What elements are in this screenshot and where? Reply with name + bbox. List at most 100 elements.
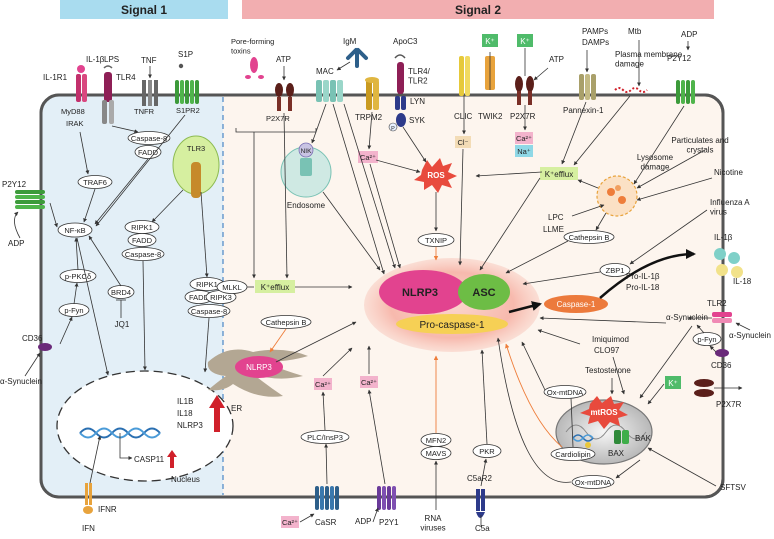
signal1-label: Signal 1 [121,3,167,17]
orange-activation-arrows [269,247,563,448]
jq1-label: JQ1 [115,320,130,329]
mac-pore [316,80,343,102]
nicotine-label: Nicotine [714,168,743,177]
oxmtdna-a-label: Ox-mtDNA [547,388,583,397]
tnfr-receptor [142,80,158,106]
mac-label: MAC [316,67,334,76]
cl-label: Cl⁻ [457,138,468,147]
nucleus [56,370,234,482]
lysosome [596,175,638,217]
adp-right-label: ADP [681,30,697,39]
adp-bottom-label: ADP [355,517,371,526]
ifnr-receptor [83,483,93,514]
er-label: ER [231,404,242,413]
signal2-label: Signal 2 [455,3,501,17]
p2y12-right-receptor [676,80,695,104]
procasp1-label: Pro-caspase-1 [419,320,484,331]
mfn2-label: MFN2 [426,436,446,445]
mtdna-strands [572,434,594,442]
clic-channel [459,56,470,96]
ripk1-b-label: RIPK1 [196,280,218,289]
casr-label: CaSR [315,518,337,527]
lyn-label: LYN [410,97,425,106]
left-signal-arrows [49,114,210,484]
caspase1-shape [544,295,608,313]
tlr4-receptor [102,65,114,124]
imiquimod-label: Imiquimod [592,335,629,344]
lps-label: LPS [104,55,119,64]
adp-left-label: ADP [8,239,24,248]
ppkcd-label: p-PKCδ [65,272,91,281]
cd36-left-receptor [38,343,52,351]
atp-mid-label: ATP [549,55,564,64]
signal2-banner [242,0,714,19]
apoc3-label: ApoC3 [393,37,418,46]
ca-trpm2-label: Ca²⁺ [360,153,376,162]
s1pr2-receptor [175,80,199,104]
clic-label: CLIC [454,112,472,121]
pro-il1b-label: Pro-IL-1β [626,272,660,281]
pfyn-left-label: p-Fyn [64,306,83,315]
gene-il1b: IL1B [177,397,193,406]
nfkb-label: NF-κB [64,226,85,235]
il-release-arrow [599,249,696,299]
plc-label: PLC/InsP3 [307,433,343,442]
s1p-label: S1P [178,50,193,59]
k-plus-right-label: K⁺ [668,379,678,388]
cd36-left-label: CD36 [22,334,43,343]
fadd-a-label: FADD [138,148,159,157]
na-p2x7-label: Na⁺ [517,147,531,156]
testosterone-label: Testosterone [585,366,631,375]
caspase8-a-label: Caspase-8 [131,134,167,143]
k-efflux-right-label: K⁺efflux [545,170,574,179]
il18-out-label: IL-18 [733,277,752,286]
tlr4-label: TLR4 [116,73,136,82]
p2x7r-right-channel [694,379,743,397]
tnfr-label: TNFR [134,107,155,116]
caspase8-c-label: Caspase-8 [191,307,227,316]
k-efflux-left-label: K⁺efflux [261,283,290,292]
trpm2-label: TRPM2 [355,113,383,122]
gene-il18: IL18 [177,409,193,418]
asc-core [458,274,510,310]
nucleus-label: Nucleus [171,475,200,484]
tlr4-tlr2-receptor [394,54,406,110]
asyn-right-label: α-Synuclein [729,331,771,340]
cathepsin-b-left-label: Cathepsin B [266,318,307,327]
c5ar2-label: C5aR2 [467,474,492,483]
ripk1-a-label: RIPK1 [131,223,153,232]
asyn-mid-label: α-Synuclein [666,313,708,322]
tlr3-label: TLR3 [187,144,205,153]
il1b-ligand: IL-1β [86,55,105,64]
nik-label: NIK [301,148,313,155]
ros-label: ROS [427,171,445,180]
oxmtdna-b-label: Ox-mtDNA [575,478,611,487]
asyn-left-label: α-Synuclein [0,377,42,386]
pamps-label: PAMPs [582,27,608,36]
c5a-label: C5a [475,524,490,533]
cd36-right-receptor [715,349,729,357]
p2y12-left-label: P2Y12 [2,180,27,189]
zbp1-label: ZBP1 [606,266,625,275]
bax-label: BAX [608,449,625,458]
p2x7r-right-label: P2X7R [716,400,742,409]
atp-top-label: ATP [276,55,291,64]
mtb-label: Mtb [628,27,642,36]
asc-core-label: ASC [472,287,495,299]
il1r1-receptor [76,65,87,102]
p2y1-label: P2Y1 [379,518,399,527]
p2y1-receptor [377,486,396,510]
membrane-damage-squiggle [614,87,648,93]
upregulation-arrow-big [209,395,225,432]
cd36-right-label: CD36 [711,361,732,370]
cathepsin-b-right-label: Cathepsin B [569,233,610,242]
nlrp3-er-label: NLRP3 [246,363,272,372]
damps-label: DAMPs [582,38,609,47]
k-plus-b-label: K⁺ [520,37,530,46]
mtros-label: mtROS [590,408,618,417]
fadd-b-label: FADD [132,236,153,245]
tlr2-right-receptor [712,312,732,323]
